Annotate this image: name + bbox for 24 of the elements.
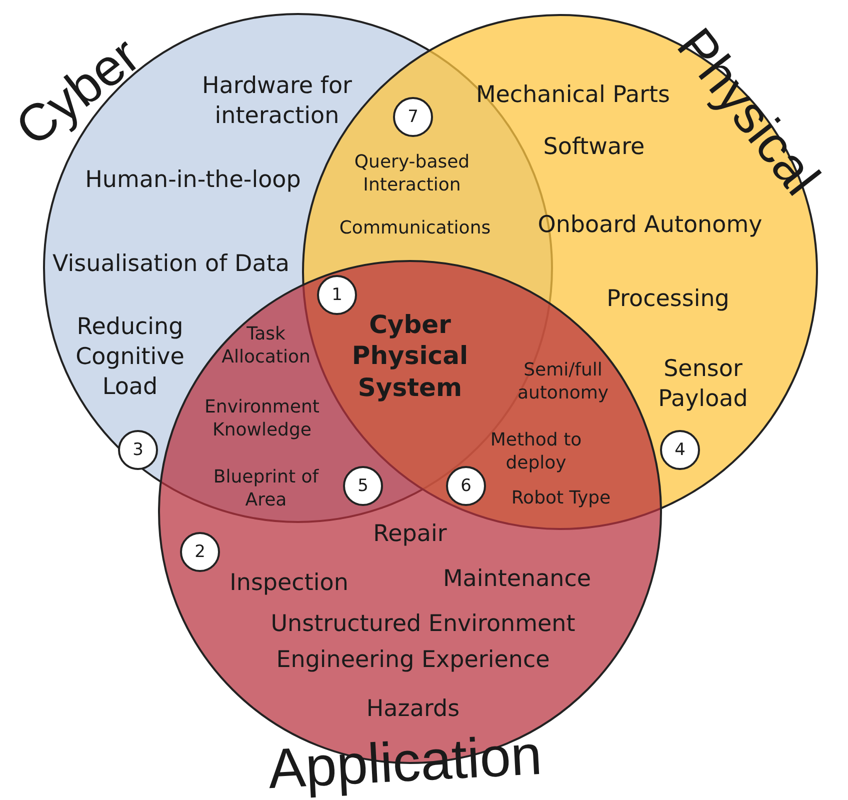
- set-heading: Application: [266, 726, 544, 798]
- item-text: Repair: [372, 520, 448, 550]
- item-text: Query-based Interaction: [353, 150, 471, 198]
- item-text: Visualisation of Data: [52, 250, 290, 280]
- item-text: Environment Knowledge: [204, 396, 320, 442]
- item-text: Mechanical Parts: [474, 81, 672, 110]
- item-text: Reducing Cognitive Load: [74, 313, 186, 402]
- item-text: Hardware for interaction: [201, 72, 353, 131]
- item-text: Hazards: [365, 695, 461, 724]
- item-text: Communications: [338, 216, 492, 240]
- item-text: Unstructured Environment: [270, 610, 576, 640]
- item-text: Method to deploy: [489, 428, 583, 476]
- item-text: Robot Type: [510, 486, 612, 510]
- item-text: Maintenance: [442, 565, 592, 594]
- item-text: Task Allocation: [220, 322, 312, 370]
- item-text: Inspection: [228, 569, 350, 598]
- item-text: Semi/full autonomy: [516, 358, 610, 406]
- item-text: Human-in-the-loop: [84, 166, 302, 196]
- item-text: Software: [542, 133, 646, 162]
- item-text: Sensor Payload: [657, 355, 749, 414]
- item-text: Engineering Experience: [275, 646, 551, 676]
- item-text: Blueprint of Area: [212, 466, 320, 512]
- item-text: Onboard Autonomy: [536, 211, 764, 240]
- item-text: Processing: [606, 285, 730, 314]
